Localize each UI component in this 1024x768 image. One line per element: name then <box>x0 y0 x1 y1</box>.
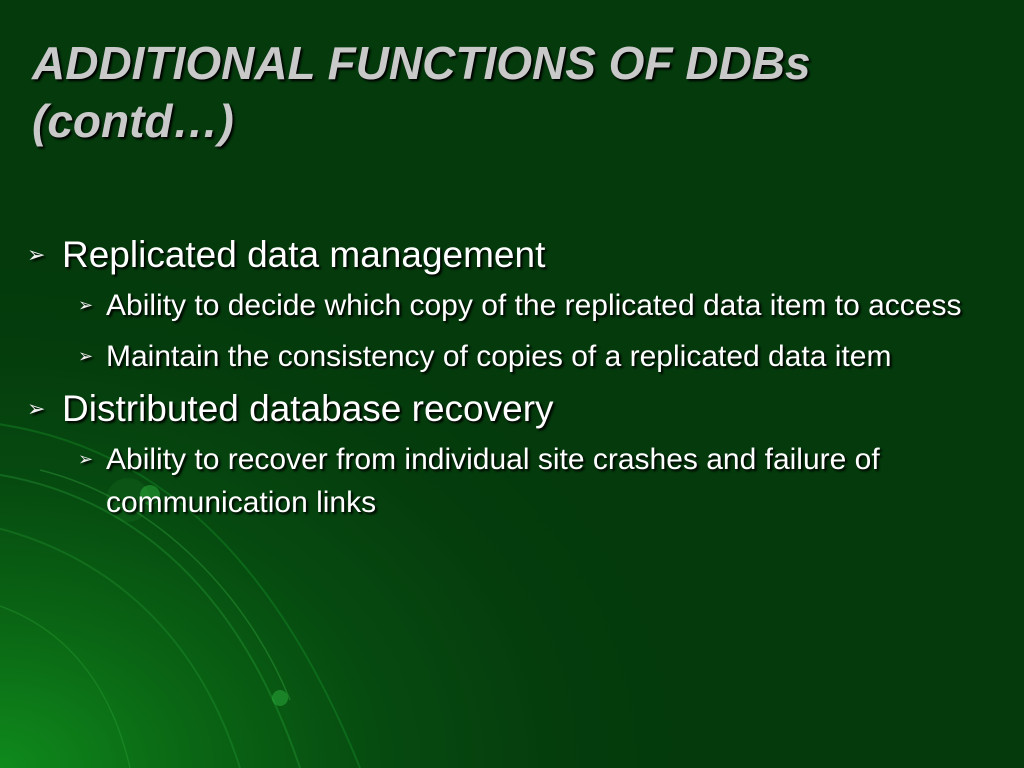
sub-bullet-text: Ability to recover from individual site … <box>106 443 880 519</box>
bullet-item-replicated-data-management: ➢ Replicated data management <box>24 232 1009 278</box>
bullet-text: Replicated data management <box>62 234 546 275</box>
arrow-bullet-icon: ➢ <box>78 295 94 315</box>
arrow-bullet-icon: ➢ <box>27 396 46 421</box>
bullet-text: Distributed database recovery <box>62 388 554 429</box>
sub-bullet-item: ➢ Ability to recover from individual sit… <box>78 438 1009 524</box>
sub-bullet-item: ➢ Ability to decide which copy of the re… <box>78 284 1009 327</box>
sub-bullet-text: Maintain the consistency of copies of a … <box>106 340 892 373</box>
slide-title: ADDITIONAL FUNCTIONS OF DDBs (contd…) <box>32 37 811 147</box>
sub-bullet-text: Ability to decide which copy of the repl… <box>106 289 962 322</box>
bullet-list: ➢ Replicated data management ➢ Ability t… <box>24 232 1009 524</box>
arrow-bullet-icon: ➢ <box>78 346 94 366</box>
bullet-item-distributed-database-recovery: ➢ Distributed database recovery <box>24 386 1009 432</box>
sub-bullet-item: ➢ Maintain the consistency of copies of … <box>78 335 1009 378</box>
arrow-bullet-icon: ➢ <box>27 242 46 267</box>
arrow-bullet-icon: ➢ <box>78 449 94 469</box>
